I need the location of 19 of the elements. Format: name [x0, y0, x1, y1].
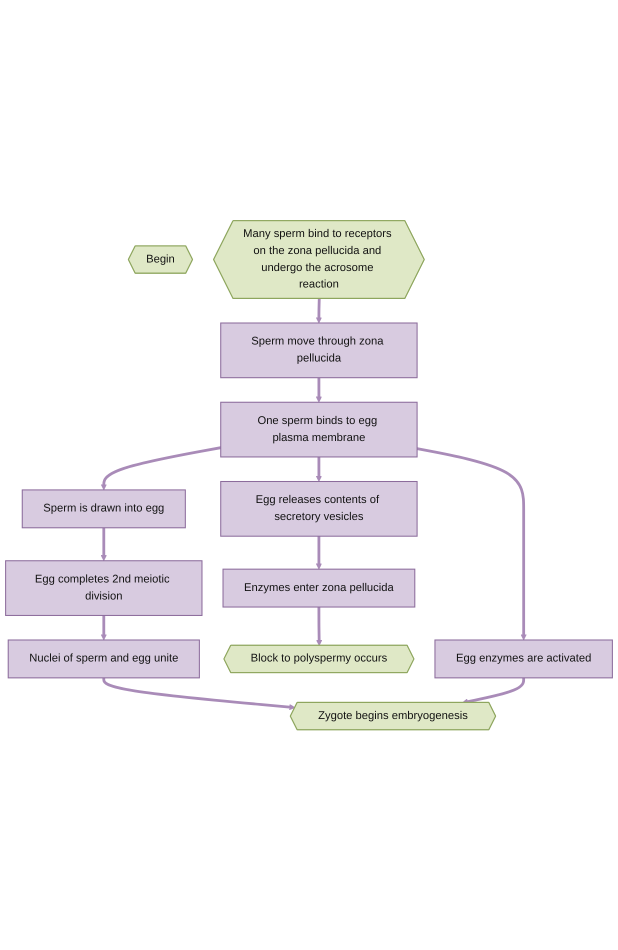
- arrow: [100, 446, 221, 490]
- arrow: [100, 615, 107, 640]
- node-box: Nuclei of sperm and egg unite: [8, 639, 200, 678]
- arrow: [416, 447, 527, 640]
- node-box: Sperm move through zona pellucida: [220, 322, 418, 378]
- node-box: Egg completes 2nd meiotic division: [5, 560, 202, 616]
- arrow: [102, 678, 296, 710]
- node-box: Sperm is drawn into egg: [22, 489, 186, 528]
- node-box: One sperm binds to egg plasma membrane: [220, 402, 418, 458]
- arrow: [316, 298, 322, 324]
- arrow: [316, 606, 322, 646]
- node-box: Egg releases contents of secretory vesicles: [220, 480, 418, 537]
- arrow: [316, 378, 322, 402]
- arrow: [316, 456, 322, 482]
- node-box: Enzymes enter zona pellucida: [222, 568, 416, 608]
- arrow: [316, 536, 322, 570]
- node-box: Egg enzymes are activated: [434, 639, 613, 678]
- arrow: [462, 678, 526, 704]
- arrow: [100, 528, 107, 561]
